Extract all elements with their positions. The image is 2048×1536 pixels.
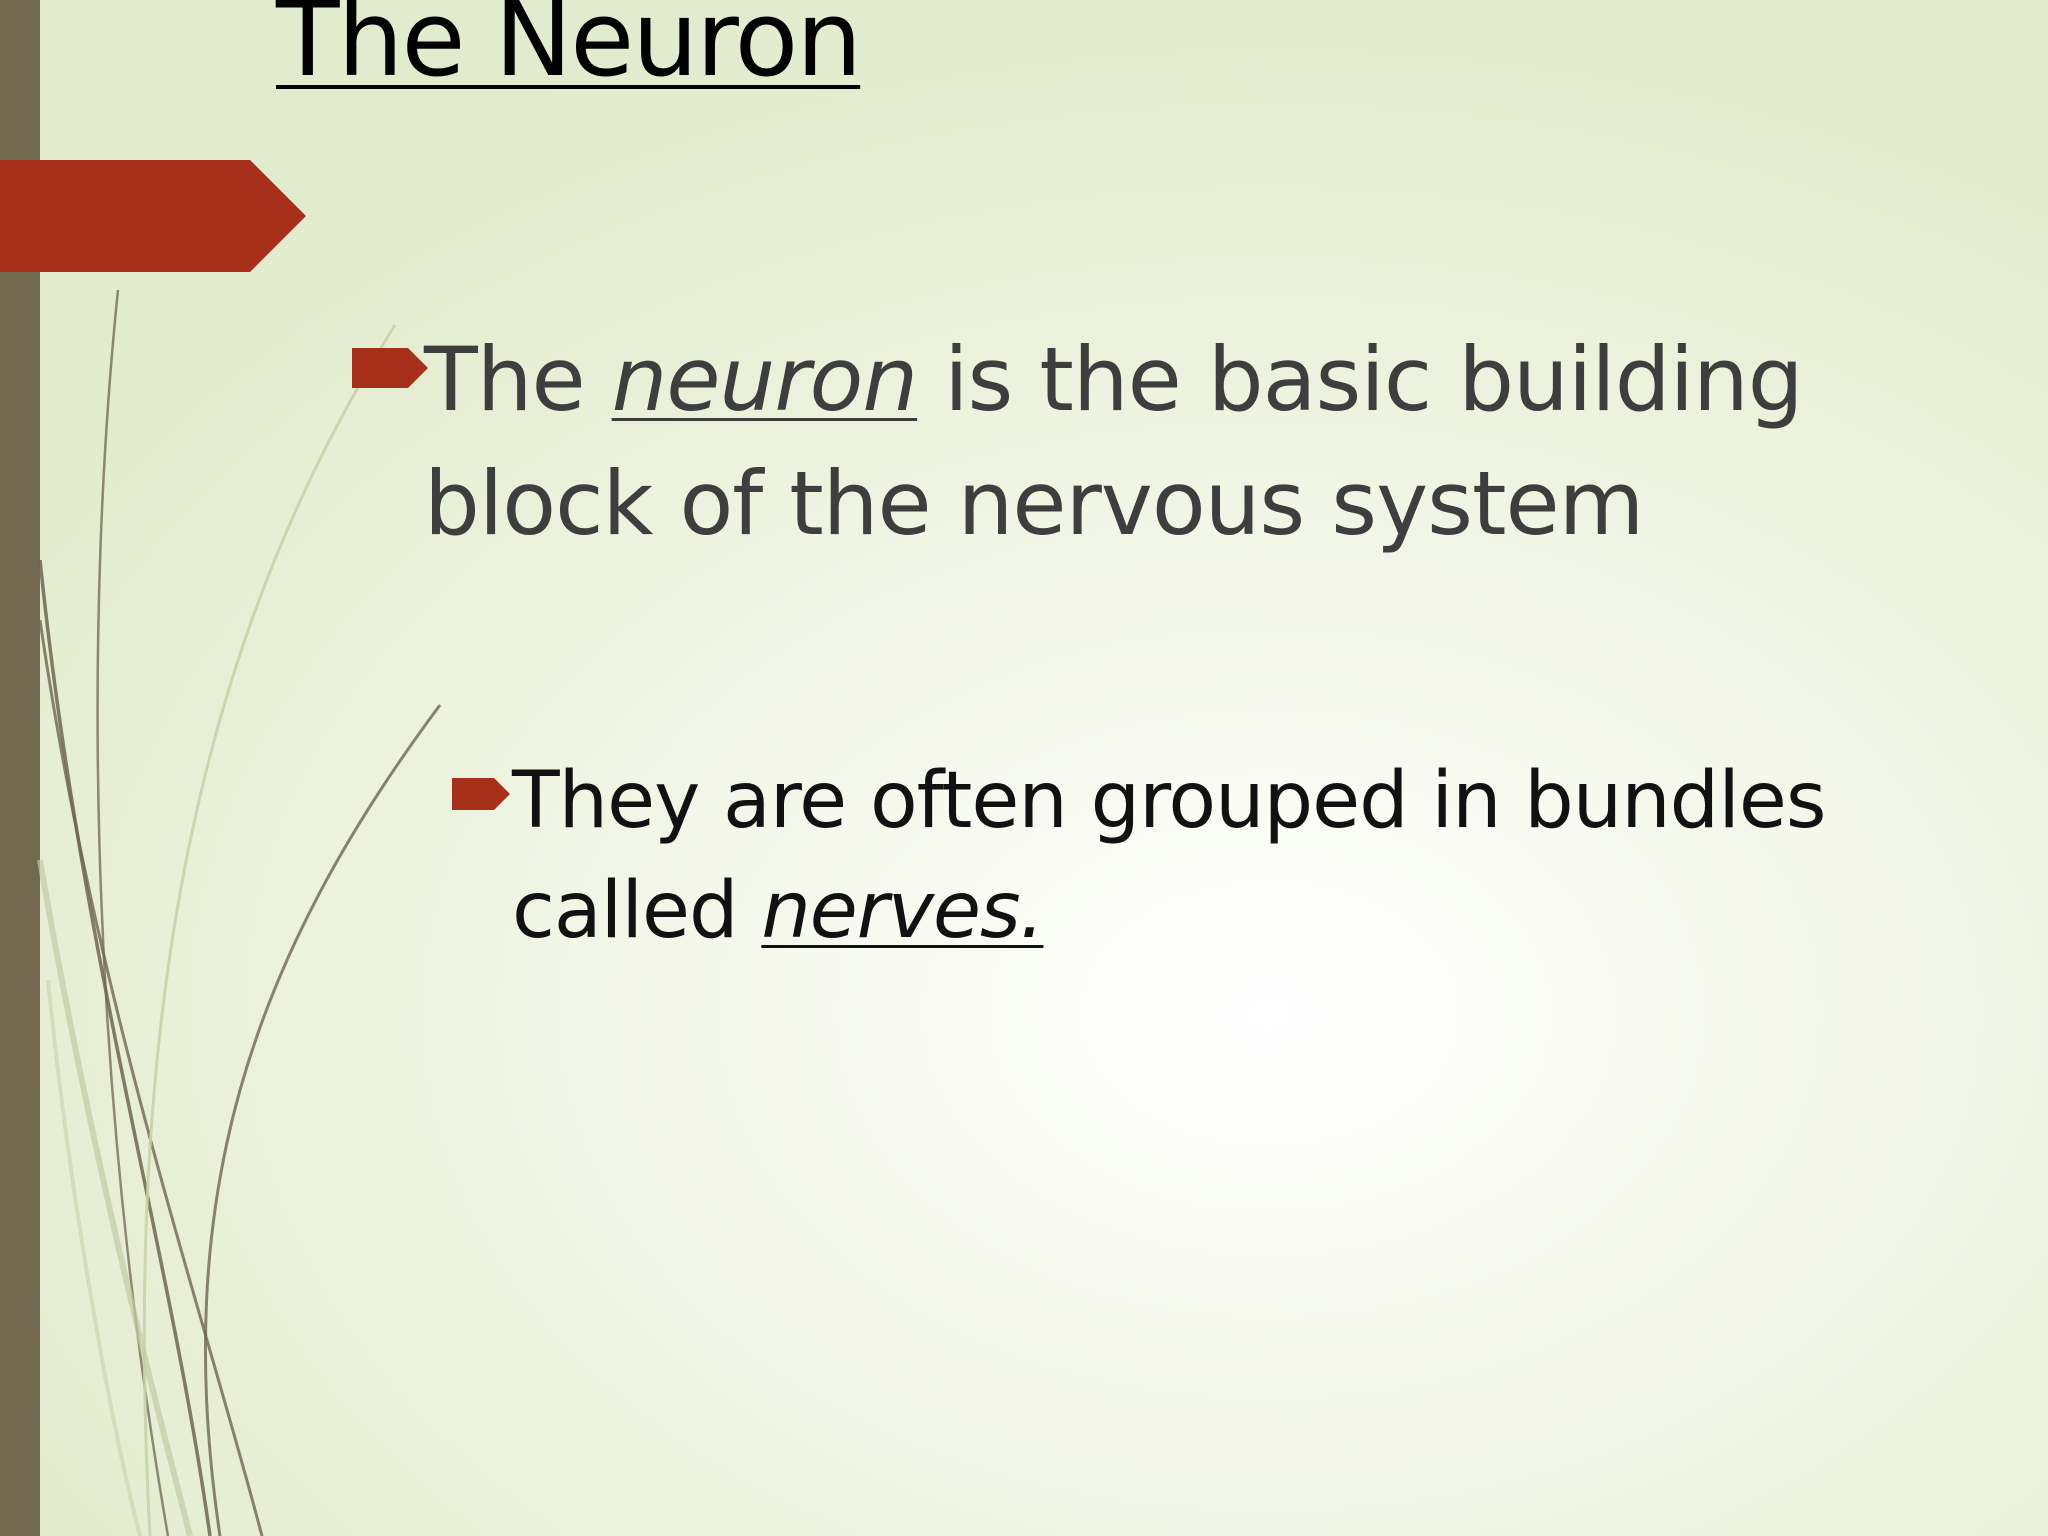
bullet-line: block of the nervous system — [424, 452, 1644, 555]
bullet-line: They are often grouped in bundles — [512, 756, 1826, 846]
bullet-line: called nerves. — [512, 856, 1826, 966]
bullet-nerves: They are often grouped in bundles called… — [512, 746, 1826, 966]
bullet-text: The — [424, 328, 612, 431]
bullet-arrow-icon — [352, 348, 428, 388]
bullet-text: called — [512, 866, 762, 956]
grass-strokes-decoration — [37, 289, 442, 1536]
title-tab-arrow — [0, 160, 306, 272]
keyword-nerves: nerves. — [761, 866, 1044, 956]
keyword-neuron: neuron — [611, 328, 918, 431]
bullet-line: The neuron is the basic building — [424, 318, 1804, 442]
sub-bullet-arrow-icon — [452, 778, 510, 810]
bullet-neuron-definition: The neuron is the basic building block o… — [424, 318, 1804, 566]
slide-title: The Neuron — [276, 0, 862, 100]
bullet-text: is the basic building — [917, 328, 1804, 431]
